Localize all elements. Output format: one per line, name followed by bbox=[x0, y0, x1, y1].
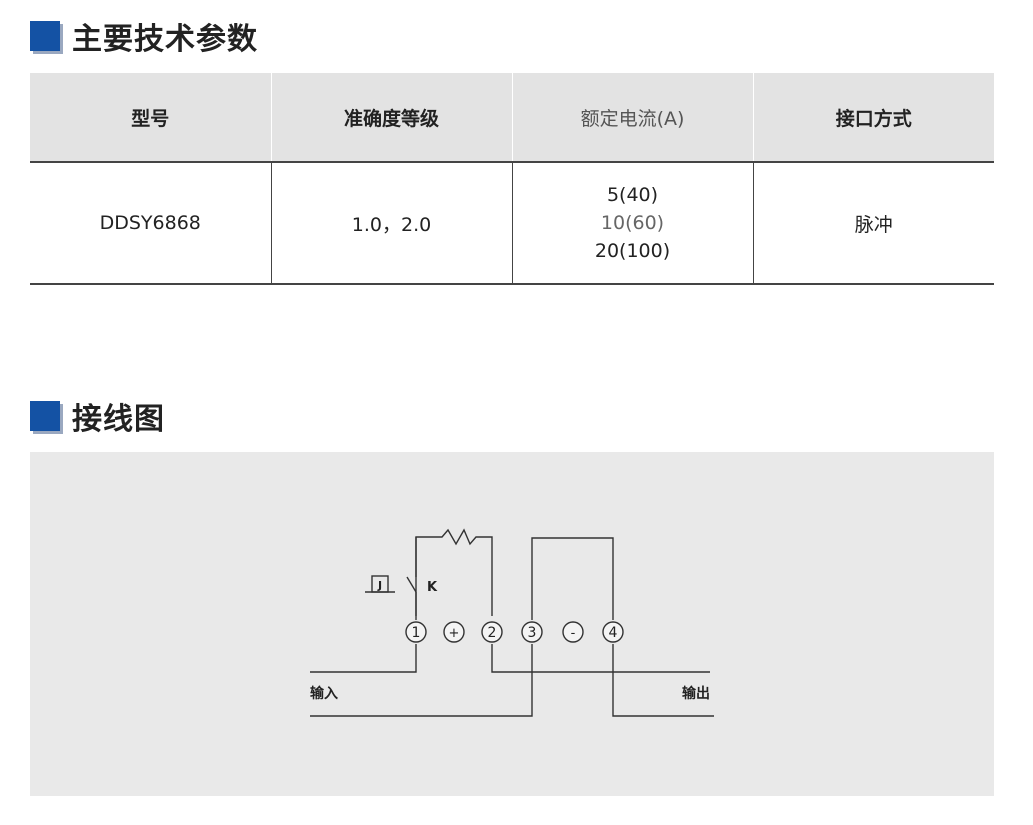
loop-wire bbox=[531, 537, 614, 620]
wiring-diagram-panel: 1 + 2 3 - 4 J K 输入 输出 bbox=[30, 452, 994, 796]
header-interface: 接口方式 bbox=[752, 73, 994, 163]
table-header-row: 型号 准确度等级 额定电流(A) 接口方式 bbox=[30, 73, 994, 163]
input-line-bottom bbox=[310, 644, 533, 717]
terminal-minus: - bbox=[562, 621, 584, 643]
terminal-label: 2 bbox=[488, 625, 497, 641]
section-title-text: 主要技术参数 bbox=[72, 22, 258, 57]
current-value: 5(40) bbox=[606, 184, 659, 206]
section-title-params: 主要技术参数 bbox=[30, 16, 258, 57]
terminal-3: 3 bbox=[521, 621, 543, 643]
terminal-label: 3 bbox=[528, 625, 537, 641]
title-square-icon bbox=[30, 401, 60, 431]
terminal-plus: + bbox=[443, 621, 465, 643]
terminal-label: 4 bbox=[609, 625, 618, 641]
current-value: 20(100) bbox=[594, 240, 671, 262]
table-row: DDSY6868 1.0，2.0 5(40) 10(60) 20(100) 脉冲 bbox=[30, 162, 994, 285]
terminal-label: - bbox=[571, 626, 576, 641]
terminal-label: 1 bbox=[412, 625, 421, 641]
section-title-wiring: 接线图 bbox=[30, 396, 165, 437]
cell-model: DDSY6868 bbox=[30, 162, 271, 285]
header-model: 型号 bbox=[30, 73, 271, 163]
section-title-text: 接线图 bbox=[72, 402, 165, 437]
relay-label: J bbox=[377, 579, 382, 592]
terminal-2: 2 bbox=[481, 621, 503, 643]
switch-label: K bbox=[427, 580, 438, 595]
terminal-label: + bbox=[449, 626, 460, 641]
output-line-bottom bbox=[612, 644, 714, 717]
output-label: 输出 bbox=[682, 685, 710, 702]
input-line-top bbox=[310, 644, 417, 673]
terminal-4: 4 bbox=[602, 621, 624, 643]
cell-interface: 脉冲 bbox=[752, 162, 994, 285]
current-value: 10(60) bbox=[600, 212, 665, 234]
title-square-icon bbox=[30, 21, 60, 51]
params-table: 型号 准确度等级 额定电流(A) 接口方式 DDSY6868 1.0，2.0 5… bbox=[30, 73, 994, 285]
header-current: 额定电流(A) bbox=[511, 73, 753, 163]
cell-accuracy: 1.0，2.0 bbox=[270, 162, 512, 285]
cell-current: 5(40) 10(60) 20(100) bbox=[511, 162, 753, 285]
header-accuracy: 准确度等级 bbox=[270, 73, 512, 163]
switch-blade bbox=[406, 576, 417, 593]
terminal-1: 1 bbox=[405, 621, 427, 643]
input-label: 输入 bbox=[310, 685, 338, 702]
output-line-top bbox=[491, 644, 710, 673]
fuse-wire bbox=[415, 528, 493, 616]
wiring-diagram: 1 + 2 3 - 4 J K 输入 输出 bbox=[310, 528, 714, 717]
